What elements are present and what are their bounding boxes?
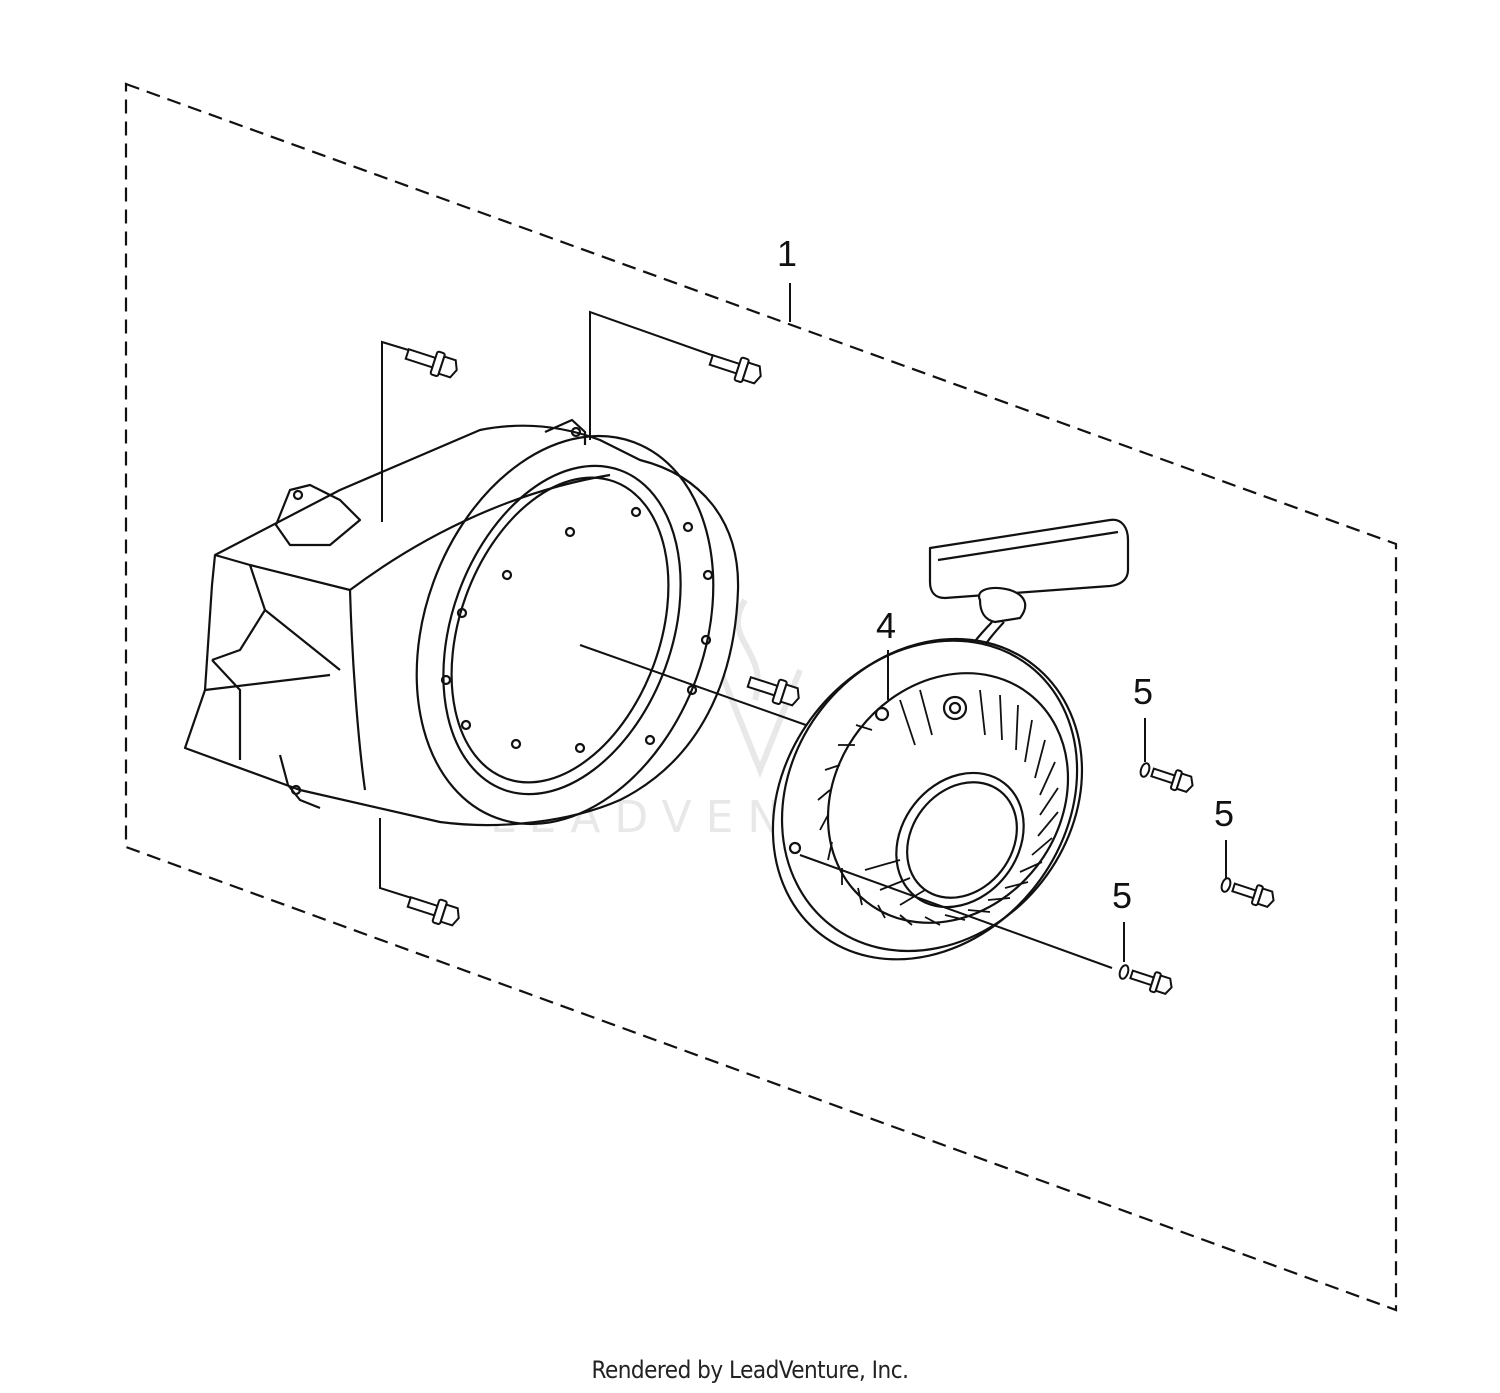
assembly-boundary xyxy=(124,82,1398,1312)
ring-bolt-holes xyxy=(440,506,714,754)
housing-bolt-leaders xyxy=(379,310,821,901)
starter-bolt-leaders xyxy=(799,718,1227,969)
starter-vent-slots xyxy=(817,689,1059,926)
callout-part-5-upper: 5 xyxy=(1133,671,1153,712)
blower-housing xyxy=(183,418,740,827)
callout-part-5-lower: 5 xyxy=(1112,875,1132,916)
render-credit: Rendered by LeadVenture, Inc. xyxy=(591,1356,909,1384)
recoil-starter xyxy=(771,518,1130,961)
flange-bolt-icon xyxy=(404,347,800,927)
washer-bolt-icon xyxy=(1118,762,1275,995)
callout-part-1: 1 xyxy=(777,233,797,274)
callout-part-5-right: 5 xyxy=(1214,793,1234,834)
callout-part-4: 4 xyxy=(876,605,896,646)
